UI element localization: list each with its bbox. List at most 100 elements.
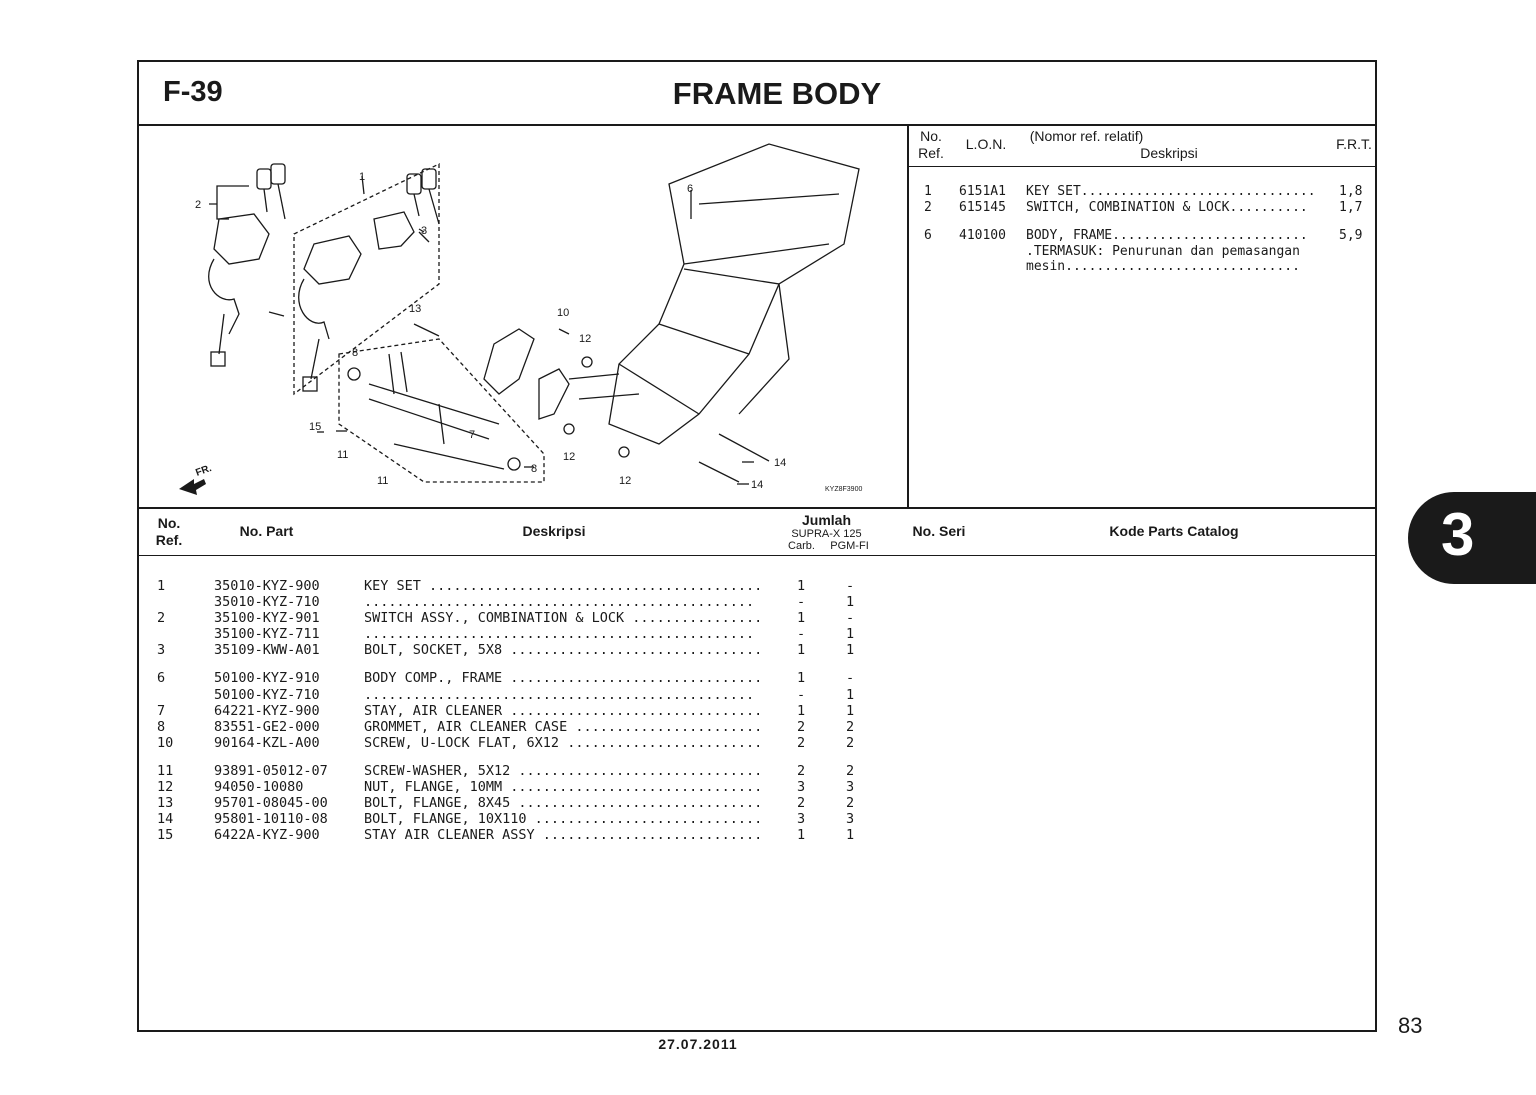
callout-11b: 11 <box>377 475 388 487</box>
frt-desc: KEY SET.............................. <box>1026 184 1316 199</box>
table-row: 15 6422A-KYZ-900 STAY AIR CLEANER ASSY ...… <box>139 827 899 843</box>
callout-8b: 8 <box>531 463 537 475</box>
part-number: 95701-08045-00 <box>214 795 328 812</box>
part-ref: 11 <box>157 762 174 779</box>
part-description: KEY SET ................................… <box>364 578 763 594</box>
qty-pgm: 2 <box>846 762 855 779</box>
parts-table-header: No. Ref. No. Part Deskripsi Jumlah SUPRA… <box>139 507 1375 556</box>
part-description: BOLT, FLANGE, 10X110 ...................… <box>364 811 763 828</box>
table-row: 2 35100-KYZ-901 SWITCH ASSY., COMBINATION … <box>139 610 899 626</box>
frt-row: 2 615145 SWITCH, COMBINATION & LOCK.....… <box>909 200 1375 216</box>
part-ref: 15 <box>157 827 174 844</box>
section-tab-number: 3 <box>1441 501 1475 568</box>
bolt-3 <box>418 231 430 243</box>
part-number: 95801-10110-08 <box>214 811 328 828</box>
part-ref: 14 <box>157 811 174 828</box>
frt-value: 5,9 <box>1339 228 1363 243</box>
part-ref: 3 <box>157 642 166 659</box>
frt-desc: mesin.............................. <box>1026 259 1300 274</box>
qty-carb: 1 <box>797 610 806 627</box>
parts-head-part: No. Part <box>239 523 294 539</box>
part-ref: 12 <box>157 779 174 796</box>
part-description: BODY COMP., FRAME ......................… <box>364 670 763 687</box>
frt-lon: 615145 <box>959 199 1006 215</box>
part-number: 6422A-KYZ-900 <box>214 827 320 844</box>
parts-head-jumlah: Jumlah <box>801 512 851 528</box>
parts-head-ref: Ref. <box>155 532 183 548</box>
part-number: 64221-KYZ-900 <box>214 702 320 719</box>
part-ref: 10 <box>157 734 174 751</box>
parts-head-desc: Deskripsi <box>522 523 586 539</box>
part-description: BOLT, FLANGE, 8X45 .....................… <box>364 795 763 812</box>
part-ref: 13 <box>157 795 174 812</box>
figure-code: F-39 <box>163 76 223 108</box>
callout-15: 15 <box>309 421 321 433</box>
catalog-frame: F-39 FRAME BODY <box>137 60 1377 1032</box>
part-description: GROMMET, AIR CLEANER CASE ..............… <box>364 718 763 735</box>
frt-value: 1,7 <box>1339 199 1363 215</box>
table-row: 14 95801-10110-08 BOLT, FLANGE, 10X110 ...… <box>139 811 899 827</box>
parts-head-no: No. <box>157 515 181 531</box>
qty-pgm: 3 <box>846 811 855 828</box>
part-number: 83551-GE2-000 <box>214 718 320 735</box>
qty-pgm: 3 <box>846 779 855 796</box>
frt-head-desc: Deskripsi <box>1140 145 1198 161</box>
part-description: ........................................… <box>364 626 755 643</box>
qty-pgm: 2 <box>846 718 855 735</box>
part-description: STAY, AIR CLEANER ......................… <box>364 702 763 719</box>
section-tab <box>1408 492 1536 584</box>
part-number: 50100-KYZ-910 <box>214 670 320 687</box>
frt-row: mesin.............................. <box>909 259 1375 275</box>
frt-header: No. Ref. L.O.N. (Nomor ref. relatif) Des… <box>909 124 1375 167</box>
frt-lon: 6151A1 <box>959 184 1006 199</box>
callout-8a: 8 <box>352 347 358 359</box>
qty-carb: 2 <box>797 762 806 779</box>
part-ref: 2 <box>157 610 166 627</box>
frt-desc: .TERMASUK: Penurunan dan pemasangan <box>1026 243 1300 259</box>
nut-12-c <box>618 446 630 458</box>
screw-10 <box>558 328 570 335</box>
key-set-right <box>406 168 440 225</box>
part-description: SWITCH ASSY., COMBINATION & LOCK .......… <box>364 610 763 627</box>
callout-14a: 14 <box>774 457 786 469</box>
parts-head-pgm: PGM-FI <box>830 540 869 552</box>
table-row: 35010-KYZ-710 ..........................… <box>139 594 899 610</box>
air-cleaner-stay <box>347 351 521 471</box>
frt-value: 1,8 <box>1339 184 1363 199</box>
frt-rows: 1 6151A1 KEY SET........................… <box>909 184 1375 275</box>
callout-3: 3 <box>421 225 427 237</box>
part-number: 90164-KZL-A00 <box>214 734 320 751</box>
switch-assy-left <box>208 213 270 367</box>
callout-13: 13 <box>409 303 421 315</box>
frt-ref: 6 <box>924 228 932 243</box>
exploded-diagram: 1 2 3 6 7 8 8 10 11 11 12 12 12 13 14 14… <box>139 124 909 507</box>
frt-head-frt: F.R.T. <box>1336 136 1372 152</box>
qty-carb: - <box>797 626 806 643</box>
dashed-group-switch <box>293 162 440 396</box>
part-number: 93891-05012-07 <box>214 762 328 779</box>
part-number: 94050-10080 <box>214 779 304 796</box>
callout-12c: 12 <box>619 475 631 487</box>
part-description: STAY AIR CLEANER ASSY ..................… <box>364 827 763 844</box>
frt-head-no: No. <box>920 128 942 144</box>
page-number: 83 <box>1398 1013 1423 1038</box>
callout-10: 10 <box>557 307 569 319</box>
front-direction-arrow <box>179 479 206 495</box>
dashed-group-stay <box>338 338 545 483</box>
parts-head-catalog: Kode Parts Catalog <box>1109 523 1239 539</box>
part-number: 35100-KYZ-901 <box>214 610 320 627</box>
nut-12-b <box>563 423 575 435</box>
frt-desc: SWITCH, COMBINATION & LOCK.......... <box>1026 199 1308 215</box>
frt-row: .TERMASUK: Penurunan dan pemasangan <box>909 244 1375 260</box>
part-number: 35109-KWW-A01 <box>214 642 320 659</box>
part-description: ........................................… <box>364 686 755 703</box>
bracket-center <box>483 328 535 395</box>
qty-carb: 1 <box>797 578 806 594</box>
